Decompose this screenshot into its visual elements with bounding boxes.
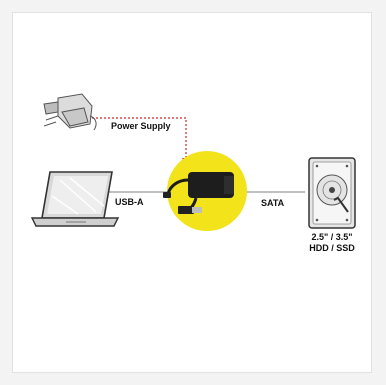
sata-label: SATA (261, 199, 284, 208)
usb-label: USB-A (115, 198, 144, 207)
power-adapter-icon (44, 94, 96, 130)
drive-type-label: HDD / SSD (304, 244, 360, 253)
drive-size-label: 2.5" / 3.5" (304, 233, 360, 242)
power-supply-label: Power Supply (111, 122, 171, 131)
hard-drive-icon (309, 158, 355, 228)
laptop-icon (32, 172, 118, 226)
